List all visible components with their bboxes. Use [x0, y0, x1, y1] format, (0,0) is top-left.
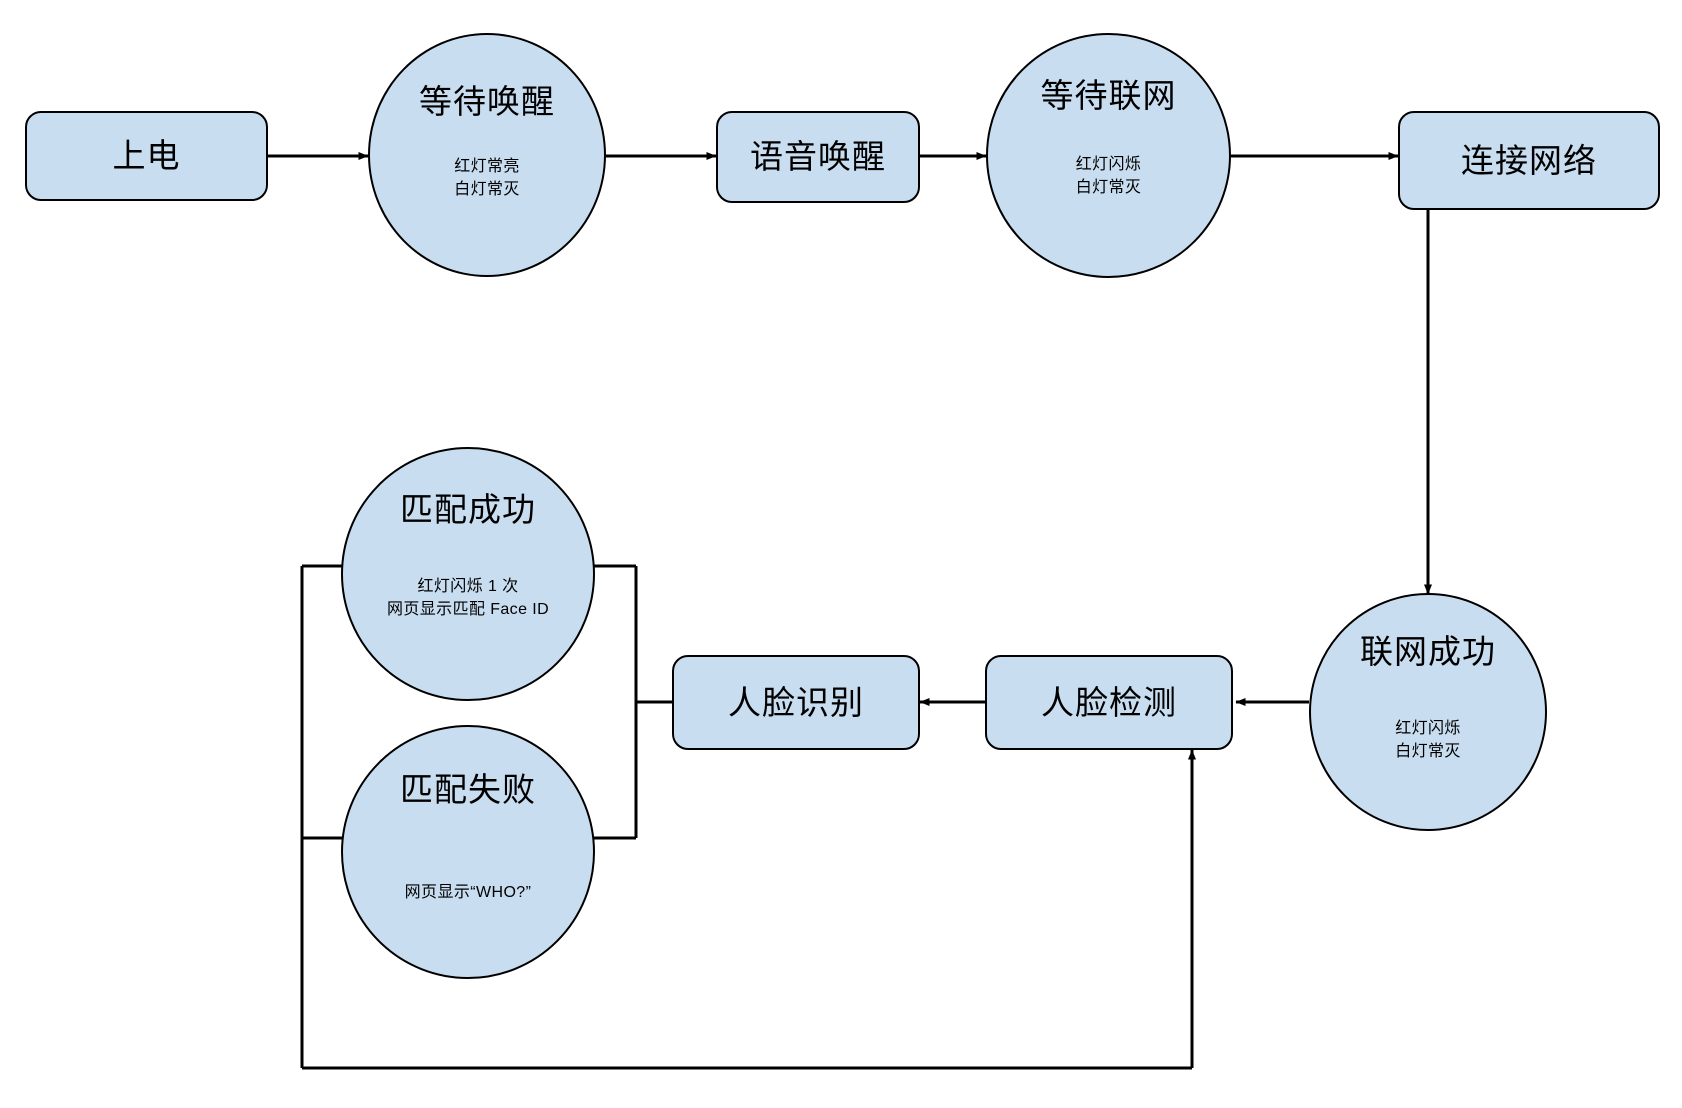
node-connect-network[interactable]: 连接网络 — [1398, 111, 1660, 210]
node-connect-network-title: 连接网络 — [1461, 141, 1597, 179]
node-face-detect[interactable]: 人脸检测 — [985, 655, 1233, 750]
node-voice-wakeup[interactable]: 语音唤醒 — [716, 111, 920, 203]
node-match-fail-title: 匹配失败 — [400, 771, 536, 808]
node-voice-wakeup-title: 语音唤醒 — [750, 138, 886, 176]
node-match-fail-sub: 网页显示“WHO?” — [404, 883, 532, 901]
node-network-success-sub: 红灯闪烁 白灯常灭 — [1395, 719, 1461, 761]
node-match-success-sub: 红灯闪烁 1 次 网页显示匹配 Face ID — [386, 577, 550, 619]
node-network-success[interactable]: 联网成功 红灯闪烁 白灯常灭 — [1309, 593, 1547, 831]
node-power-on-title: 上电 — [112, 137, 181, 175]
node-wait-wakeup-sub: 红灯常亮 白灯常灭 — [454, 157, 520, 199]
node-match-success[interactable]: 匹配成功 红灯闪烁 1 次 网页显示匹配 Face ID — [341, 447, 595, 701]
node-network-success-title: 联网成功 — [1360, 633, 1496, 670]
node-wait-wakeup[interactable]: 等待唤醒 红灯常亮 白灯常灭 — [368, 33, 606, 277]
node-power-on[interactable]: 上电 — [25, 111, 268, 201]
node-face-recognize[interactable]: 人脸识别 — [672, 655, 920, 750]
node-match-success-title: 匹配成功 — [400, 491, 536, 528]
node-face-recognize-title: 人脸识别 — [728, 683, 864, 721]
node-match-fail[interactable]: 匹配失败 网页显示“WHO?” — [341, 725, 595, 979]
node-wait-network-sub: 红灯闪烁 白灯常灭 — [1075, 155, 1142, 197]
node-wait-network-title: 等待联网 — [1040, 77, 1177, 114]
node-face-detect-title: 人脸检测 — [1041, 683, 1177, 721]
node-wait-wakeup-title: 等待唤醒 — [419, 83, 555, 120]
node-wait-network[interactable]: 等待联网 红灯闪烁 白灯常灭 — [986, 33, 1231, 278]
